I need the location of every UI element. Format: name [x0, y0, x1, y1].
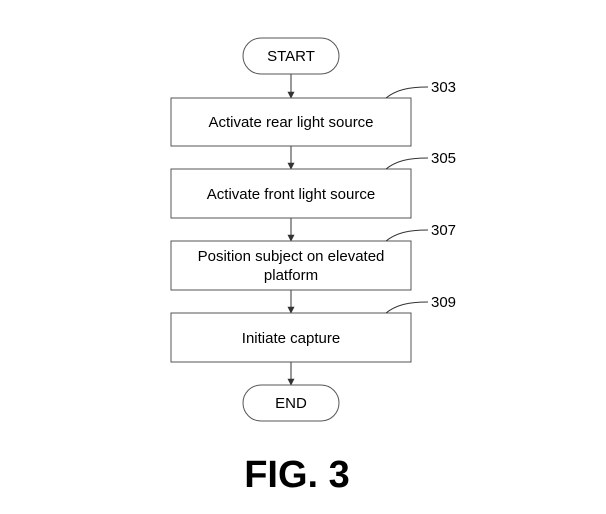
process-step-305: Activate front light source [170, 168, 412, 219]
leader-line-307 [385, 229, 429, 242]
reference-305: 305 [385, 150, 456, 170]
reference-303: 303 [385, 79, 456, 99]
reference-309: 309 [385, 294, 456, 314]
step-305-label: Activate front light source [207, 186, 375, 203]
reference-number-303: 303 [431, 79, 456, 96]
start-terminator: START [242, 37, 340, 75]
leader-line-305 [385, 157, 429, 170]
start-label: START [267, 48, 315, 65]
step-307-label-line-2: platform [264, 267, 318, 284]
end-terminator: END [242, 384, 340, 422]
leader-line-303 [385, 86, 429, 99]
step-307-label-line-1: Position subject on elevated [198, 248, 385, 265]
step-303-label: Activate rear light source [208, 114, 373, 131]
step-309-label: Initiate capture [242, 330, 340, 347]
reference-number-305: 305 [431, 150, 456, 167]
figure-caption: FIG. 3 [244, 454, 350, 496]
reference-number-307: 307 [431, 222, 456, 239]
process-step-309: Initiate capture [170, 312, 412, 363]
end-label: END [275, 395, 307, 412]
process-step-303: Activate rear light source [170, 97, 412, 147]
reference-number-309: 309 [431, 294, 456, 311]
leader-line-309 [385, 301, 429, 314]
reference-307: 307 [385, 222, 456, 242]
process-step-307: Position subject on elevated platform [170, 240, 412, 291]
